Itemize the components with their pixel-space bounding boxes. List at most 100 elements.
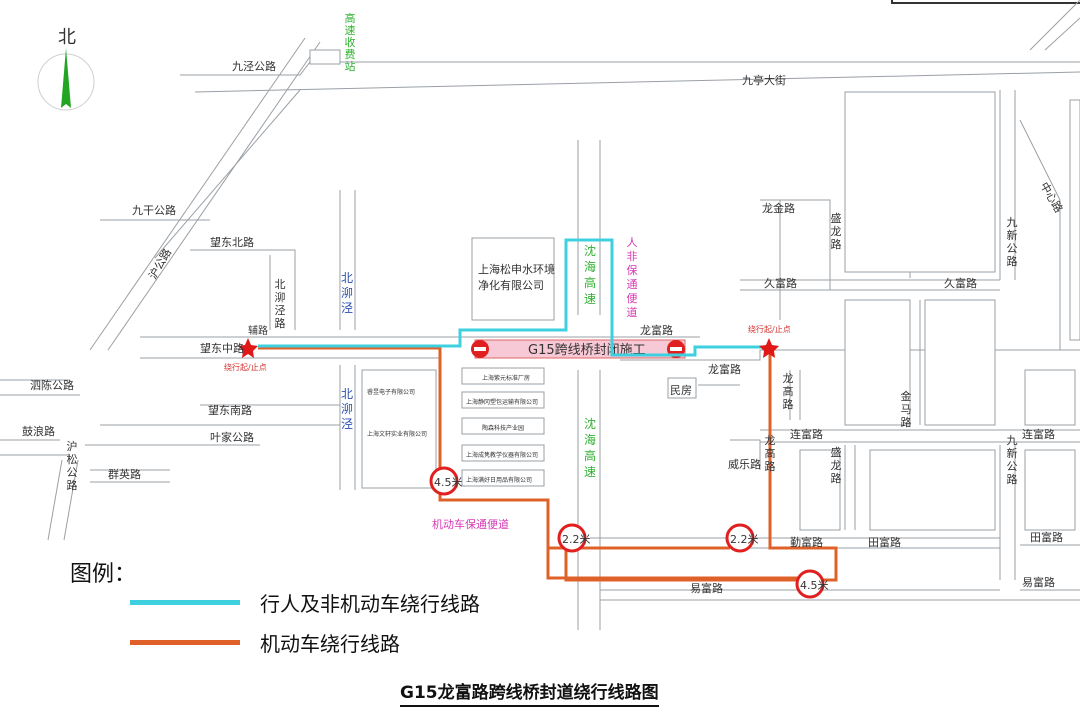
label-fu-road: 辅路 [248, 324, 268, 337]
vlabel-jiuxin-rd-bottom-char: 公 [1007, 460, 1018, 473]
label-longfu-road-2: 龙富路 [708, 362, 741, 376]
vlabel-beiaojing-river-top-char: 泖 [341, 286, 353, 300]
beiaojing-river-top [339, 190, 356, 330]
label-wangdong-mid: 望东中路 [200, 342, 244, 355]
block-e2 [924, 299, 996, 426]
height-limit-left-text: 4.5米 [434, 476, 463, 489]
vlabel-toll-station-char: 速 [345, 24, 356, 37]
vlabel-jiuxin-rd-top-char: 路 [1007, 255, 1018, 268]
vlabel-shenglong-rd-bottom-char: 龙 [831, 459, 842, 472]
legend-pedestrian-text: 行人及非机动车绕行线路 [260, 592, 480, 616]
label-jiugan-road: 九干公路 [132, 204, 176, 217]
vlabel-ped-temp-path-char: 非 [627, 250, 638, 263]
label-jiufu-road-right: 久富路 [944, 276, 977, 290]
vlabel-jinma-rd-char: 金 [901, 389, 912, 403]
height-limit-right-text: 4.5米 [800, 579, 829, 592]
vlabel-toll-station-char: 费 [345, 48, 356, 61]
no-entry-left-bar [474, 347, 486, 351]
shenhai-highway-top [577, 140, 601, 315]
corner-frame [891, 0, 1080, 4]
vlabel-shenhai-bottom-char: 速 [584, 465, 596, 479]
label-qunying-road: 群英路 [108, 467, 141, 481]
label-qinfu-road: 勤富路 [790, 535, 823, 549]
vlabel-shenhai-top-char: 海 [584, 259, 596, 274]
vlabel-toll-station-char: 站 [345, 59, 356, 73]
label-wangdong-south: 望东南路 [208, 404, 252, 417]
jiuxin-road-bottom [999, 445, 1016, 580]
longgao-road-mid [789, 370, 801, 420]
label-yifu-road-right: 易富路 [1022, 575, 1055, 589]
vlabel-ped-temp-path-char: 便 [627, 292, 638, 305]
block-c3 [461, 367, 545, 385]
label-zhongxin-rd: 中心路 [1037, 180, 1065, 215]
height-limit-mid-left-text: 2.2米 [562, 533, 591, 546]
block-c7 [461, 469, 545, 487]
vlabel-longgao-rd-top-char: 高 [783, 384, 794, 398]
label-lianfu-road-left: 连富路 [790, 427, 823, 441]
label-longjin-road: 龙金路 [762, 201, 795, 215]
vlabel-jinma-rd-char: 马 [901, 403, 912, 416]
vlabel-beiaojing-rd-char: 泾 [275, 304, 286, 317]
hugong-road-b [107, 41, 321, 351]
longjin-road [760, 199, 831, 290]
label-company-songshen-2: 净化有限公司 [478, 278, 544, 292]
legend-pedestrian-swatch [130, 600, 240, 605]
legend-vehicle-swatch [130, 640, 240, 645]
block-minfang [667, 377, 697, 399]
vlabel-beiaojing-river-top-char: 北 [341, 271, 353, 285]
height-limit-mid-right-text: 2.2米 [730, 533, 759, 546]
vlabel-jiuxin-rd-bottom-char: 九 [1007, 434, 1018, 447]
label-company-songshen-1: 上海松申水环境 [478, 262, 555, 276]
block-toll [309, 49, 341, 65]
vlabel-longgao-rd-bottom-char: 高 [765, 446, 776, 460]
vlabel-beiaojing-river-bottom-char: 泾 [341, 417, 353, 431]
vlabel-shenhai-bottom-char: 高 [584, 448, 596, 463]
vlabel-beiaojing-rd-char: 路 [275, 317, 286, 330]
label-longfu-road: 龙富路 [640, 323, 673, 337]
blocks [309, 49, 1080, 531]
vlabel-husong-rd-char: 沪 [67, 439, 78, 453]
vlabel-longgao-rd-top-char: 龙 [783, 372, 794, 385]
vlabel-shenhai-top-char: 高 [584, 275, 596, 290]
height-limit-right: 4.5米 [795, 569, 829, 599]
block-e3 [869, 449, 996, 531]
label-lianfu-road-right: 连富路 [1022, 427, 1055, 441]
height-limit-mid-left: 2.2米 [557, 523, 591, 553]
vlabel-husong-rd-char: 公 [67, 466, 78, 479]
beiaojing-river-bottom [339, 365, 356, 490]
label-jiufu-road-left: 久富路 [764, 276, 797, 290]
label-weile-road: 威乐路 [728, 458, 761, 471]
diag-road-c [154, 89, 301, 259]
vlabel-toll-station-char: 收 [345, 35, 356, 49]
detour-start-left-star-icon [238, 338, 258, 358]
label-detour-start-left: 绕行起/止点 [224, 362, 267, 372]
label-company-6: 上海成隽教学仪器有限公司 [466, 451, 538, 459]
vlabel-ped-temp-path-char: 通 [627, 278, 638, 291]
label-tianfu-road-mid: 田富路 [868, 535, 901, 549]
legend-vehicle: 机动车绕行线路 [130, 628, 400, 657]
gulang-road [0, 439, 70, 456]
no-entry-right-bar [670, 347, 682, 351]
label-jiujing-road: 九泾公路 [232, 60, 276, 73]
label-jiuting-ave: 九亭大街 [742, 73, 786, 87]
label-vehicle-temp-path: 机动车保通便道 [432, 517, 509, 531]
vlabel-longgao-rd-bottom-char: 龙 [765, 434, 776, 447]
husong-road [47, 459, 79, 541]
vlabel-ped-temp-path-char: 道 [627, 305, 638, 319]
map-title: G15龙富路跨线桥封道绕行线路图 [400, 678, 659, 707]
block-e6 [1024, 369, 1076, 426]
jiuxin-road-top [999, 90, 1016, 280]
vlabel-shenglong-rd-top-char: 路 [831, 238, 842, 251]
legend-vehicle-text: 机动车绕行线路 [260, 632, 400, 656]
vlabel-shenhai-bottom-char: 海 [584, 432, 596, 447]
qunying-road [90, 469, 170, 483]
label-company-4: 上海静冈塑包运输有限公司 [466, 398, 538, 406]
label-yifu-road-mid: 易富路 [690, 581, 723, 595]
label-company-2: 上海文轩实业有限公司 [367, 430, 427, 438]
vlabel-jiuxin-rd-top-char: 新 [1007, 228, 1018, 242]
height-limit-left-icon [429, 466, 459, 496]
height-limit-right-icon [795, 569, 825, 599]
vlabel-shenglong-rd-top-char: 盛 [831, 211, 842, 225]
vlabel-shenglong-rd-bottom-char: 路 [831, 472, 842, 485]
vlabel-husong-rd-char: 路 [67, 479, 78, 492]
